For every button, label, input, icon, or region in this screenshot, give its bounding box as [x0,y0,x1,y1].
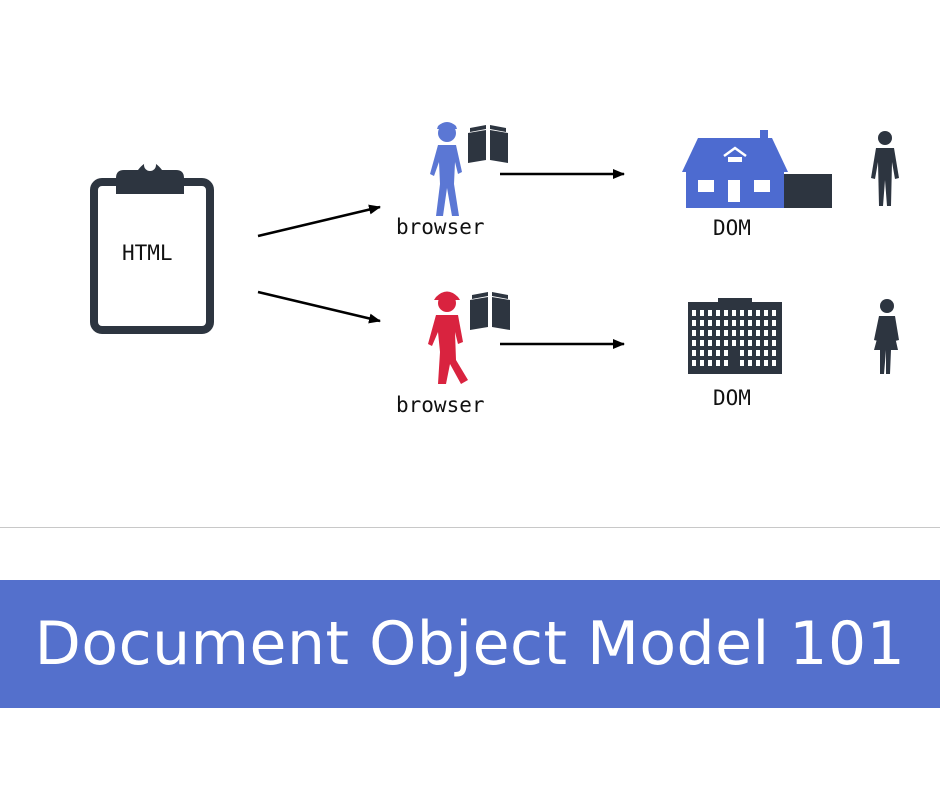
building-window [716,330,720,336]
building-window [692,320,696,326]
building-window [756,320,760,326]
building-window [700,310,704,316]
building-window [724,340,728,346]
person-icon [871,131,899,206]
building-window [756,330,760,336]
building-window [724,360,728,366]
building-window [708,330,712,336]
building-window [748,340,752,346]
building-window [740,330,744,336]
building-window [724,350,728,356]
diagram-canvas [90,122,899,384]
building-window [692,350,696,356]
banner-title: Document Object Model 101 [34,609,906,679]
builder-red-icon [428,291,468,384]
book-icon [468,125,508,163]
building-window [724,320,728,326]
building-window [740,310,744,316]
building-window [772,310,776,316]
building-window [764,360,768,366]
building-window [764,330,768,336]
building-window [708,360,712,366]
building-window [708,350,712,356]
building-window [764,340,768,346]
building-window [708,310,712,316]
building-window [732,340,736,346]
building-window [740,350,744,356]
building-window [716,310,720,316]
building-window [700,330,704,336]
divider [0,527,940,528]
title-banner: Document Object Model 101 [0,580,940,708]
clipboard-icon [90,159,214,334]
browser-label-1: browser [396,215,485,239]
building-window [708,340,712,346]
building-window [716,360,720,366]
building-window [708,320,712,326]
building-window [756,310,760,316]
builder-blue-icon [430,122,462,216]
building-window [772,330,776,336]
building-window [700,360,704,366]
building-windows [692,310,776,366]
building-window [756,350,760,356]
building-window [772,340,776,346]
building-window [748,360,752,366]
building-window [692,360,696,366]
building-window [764,310,768,316]
building-window [692,310,696,316]
building-window [764,350,768,356]
building-window [748,350,752,356]
building-window [724,310,728,316]
arrow-to-browser-1 [257,204,381,238]
html-label: HTML [122,241,173,265]
dom-diagram: HTML browser browser DOM DOM [90,122,899,417]
house-icon [682,130,832,208]
building-window [732,310,736,316]
building-window [756,360,760,366]
building-window [716,320,720,326]
building-window [700,340,704,346]
building-window [692,340,696,346]
book-icon [470,292,510,330]
building-window [740,360,744,366]
dom-label-2: DOM [713,386,751,410]
browser-label-2: browser [396,393,485,417]
building-window [700,350,704,356]
building-window [700,320,704,326]
building-window [772,350,776,356]
building-window [748,320,752,326]
person-icon [874,299,899,374]
building-window [716,340,720,346]
building-window [764,320,768,326]
building-window [740,320,744,326]
building-window [772,360,776,366]
building-window [740,340,744,346]
building-window [748,330,752,336]
building-window [748,310,752,316]
building-window [732,320,736,326]
building-window [692,330,696,336]
building-window [716,350,720,356]
building-window [724,330,728,336]
building-window [756,340,760,346]
building-window [772,320,776,326]
dom-label-1: DOM [713,216,751,240]
arrow-to-browser-2 [257,290,381,324]
building-window [732,330,736,336]
